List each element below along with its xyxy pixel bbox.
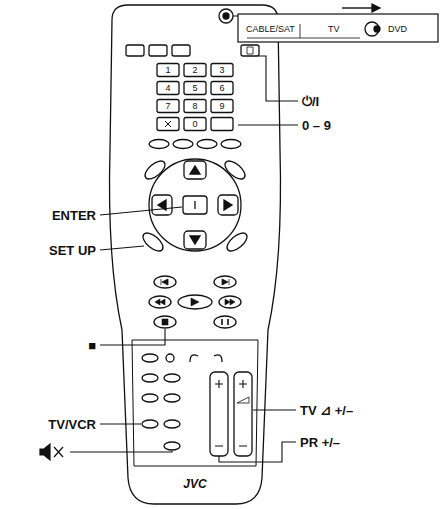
callout-label: 0 – 9 <box>302 119 331 132</box>
key-number: 4 <box>165 84 170 93</box>
key-number: 5 <box>192 84 197 93</box>
key-number: 9 <box>219 102 224 111</box>
switch-label: CABLE/SAT <box>246 25 295 34</box>
mute-symbol <box>40 444 63 460</box>
callout-label: ⏻/I <box>302 95 319 108</box>
color-buttons <box>149 140 241 149</box>
key-number: 8 <box>192 102 197 111</box>
callout-label: ■ <box>88 339 96 352</box>
key-number: 2 <box>192 66 197 75</box>
callout-label: TV ⊿ +/– <box>300 404 353 417</box>
keypad <box>157 64 233 131</box>
source-switch <box>219 4 438 42</box>
callout-label: PR +/– <box>300 436 340 449</box>
leader-lines <box>70 56 298 462</box>
switch-label: TV <box>328 25 340 34</box>
callout-label: TV/VCR <box>48 418 96 431</box>
key-number: 1 <box>165 66 170 75</box>
top-buttons <box>126 45 259 56</box>
remote-body <box>110 5 281 504</box>
callout-label: SET UP <box>49 244 96 257</box>
navigation-pad <box>140 158 250 255</box>
key-number: 7 <box>165 102 170 111</box>
key-number: 0 <box>192 120 197 129</box>
callout-label: ENTER <box>52 209 96 222</box>
transport-buttons <box>149 276 241 328</box>
switch-label: DVD <box>388 25 407 34</box>
brand-logo: JVC <box>183 478 206 490</box>
key-number: 3 <box>219 66 224 75</box>
lower-panel <box>132 340 258 466</box>
key-number: 6 <box>219 84 224 93</box>
